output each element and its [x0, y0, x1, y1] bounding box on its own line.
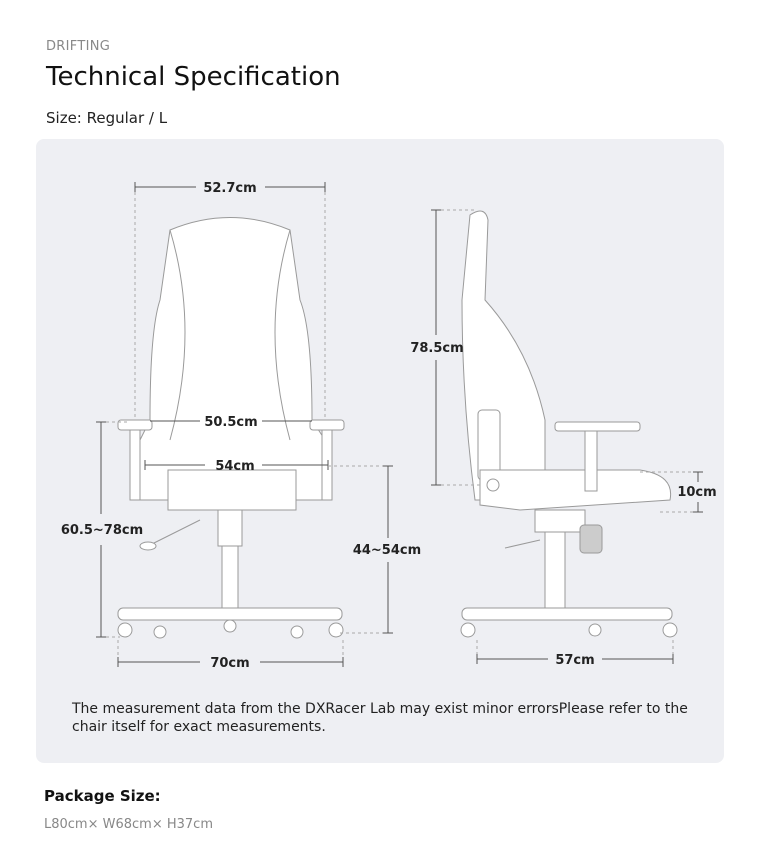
dim-seat-height: 44~54cm	[353, 543, 421, 558]
size-label: Size: Regular / L	[46, 109, 168, 127]
dim-seat-thickness: 10cm	[677, 485, 716, 500]
dim-seat-width: 54cm	[215, 459, 254, 474]
side-chair-drawing	[460, 210, 678, 638]
package-size-value: L80cm× W68cm× H37cm	[44, 817, 213, 832]
chair-diagram: 52.7cm 50.5cm 54cm 60.5~78cm 44~54cm 70c…	[61, 181, 717, 671]
dim-backrest-height: 78.5cm	[410, 341, 463, 356]
dim-armrest-height: 60.5~78cm	[61, 523, 143, 538]
package-size-label: Package Size:	[44, 787, 161, 805]
dim-front-top-width: 52.7cm	[203, 181, 256, 196]
brand-label: DRIFTING	[46, 39, 111, 54]
measurement-note: The measurement data from the DXRacer La…	[72, 701, 688, 735]
front-chair-drawing	[117, 217, 345, 639]
dimension-lines	[96, 182, 703, 667]
page-title: Technical Specification	[46, 62, 341, 92]
dim-seat-depth: 57cm	[555, 653, 594, 668]
dim-front-back-width: 50.5cm	[204, 415, 257, 430]
dim-base-width: 70cm	[210, 656, 249, 671]
